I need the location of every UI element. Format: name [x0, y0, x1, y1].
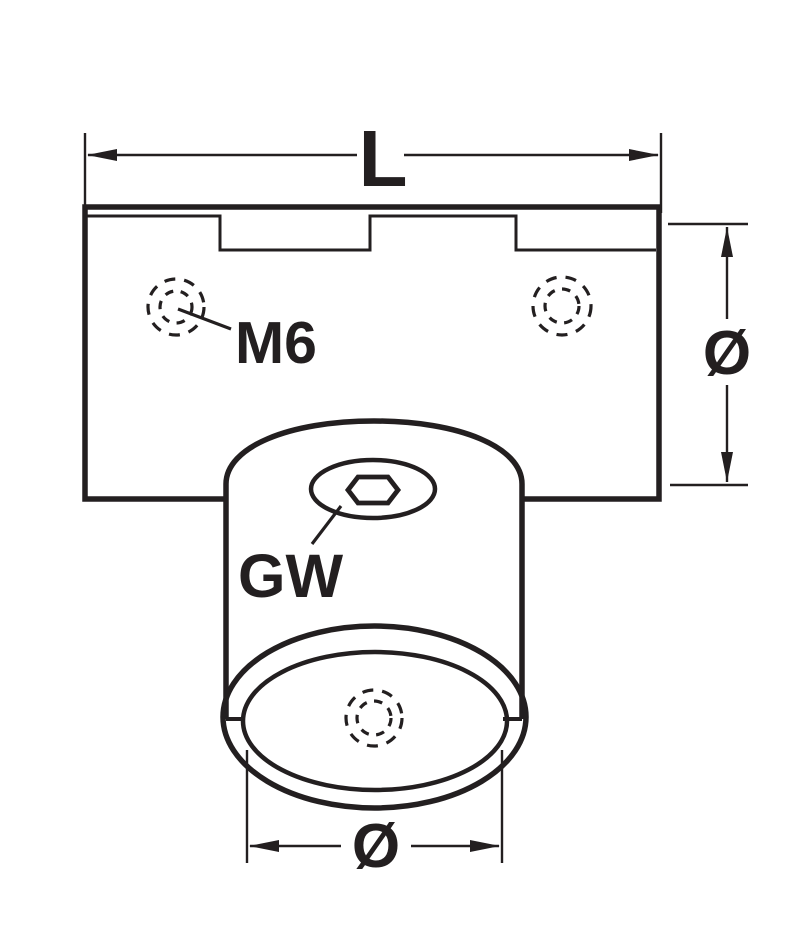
length-arrowhead-right	[629, 149, 659, 161]
right-diameter-arrowhead-up	[721, 227, 733, 257]
bottom-diameter-arrowhead-left	[249, 840, 279, 852]
bottom-diameter-label: Ø	[352, 812, 400, 881]
right-diameter-label: Ø	[703, 319, 751, 388]
dimension-diameter-right: Ø	[668, 222, 751, 487]
bottom-diameter-extension-lines	[245, 750, 504, 863]
hex-socket-ellipse	[308, 457, 438, 521]
left-hole-outer-dashed-circle	[146, 277, 206, 337]
bottom-hole-inner-dashed-circle	[355, 699, 393, 737]
callout-labels: M6 GW	[235, 310, 343, 610]
right-diameter-extension-lines	[668, 222, 748, 487]
bottom-hole-outer-dashed-circle	[344, 688, 404, 748]
hex-socket-hexagon	[344, 474, 402, 506]
boss-dome-and-walls	[223, 418, 525, 719]
hidden-holes	[146, 275, 593, 748]
boss-bottom-outer-ellipse	[220, 623, 529, 811]
bar-outline	[82, 204, 662, 502]
cylinder-boss	[220, 418, 529, 811]
bar-slot-profile	[87, 214, 656, 252]
dimension-length: L	[83, 114, 663, 213]
main-bar	[82, 204, 662, 502]
right-hole-inner-dashed-circle	[543, 287, 581, 325]
dimension-diameter-bottom: Ø	[245, 750, 504, 881]
leader-lines	[177, 307, 343, 545]
m6-leader-line	[177, 307, 232, 331]
bottom-diameter-arrowhead-right	[470, 840, 500, 852]
left-hole-inner-dashed-circle	[158, 289, 194, 325]
length-label: L	[359, 114, 408, 203]
gw-leader-line	[310, 505, 343, 545]
right-diameter-arrowhead-down	[721, 452, 733, 482]
length-extension-lines	[83, 133, 663, 213]
length-arrowhead-left	[87, 149, 117, 161]
gw-thread-label: GW	[238, 542, 343, 610]
m6-thread-label: M6	[235, 310, 317, 376]
right-hole-outer-dashed-circle	[531, 275, 593, 337]
boss-bottom-inner-ellipse	[240, 649, 510, 793]
